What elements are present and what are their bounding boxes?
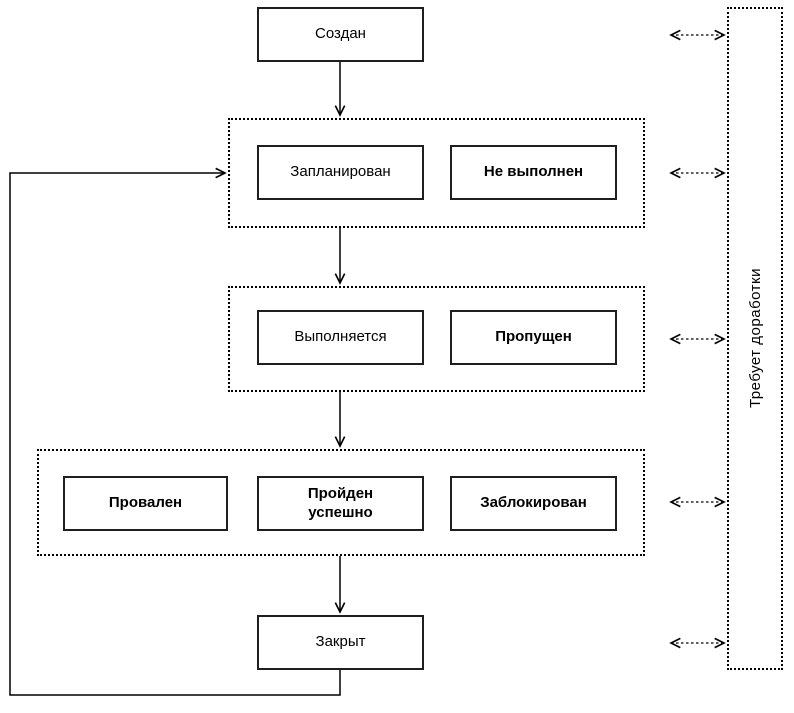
state-node-not-executed: Не выполнен [450,145,617,200]
rework-state-label: Требует доработки [746,268,764,409]
state-node-closed: Закрыт [257,615,424,670]
state-node-in-progress: Выполняется [257,310,424,365]
group-result-states [37,449,645,556]
group-execution-states [228,286,645,392]
rework-state-container: Требует доработки [727,7,783,670]
state-node-failed: Провален [63,476,228,531]
group-planned-states [228,118,645,228]
state-node-passed: Пройден успешно [257,476,424,531]
state-node-skipped: Пропущен [450,310,617,365]
state-node-blocked: Заблокирован [450,476,617,531]
state-node-planned: Запланирован [257,145,424,200]
state-node-created: Создан [257,7,424,62]
